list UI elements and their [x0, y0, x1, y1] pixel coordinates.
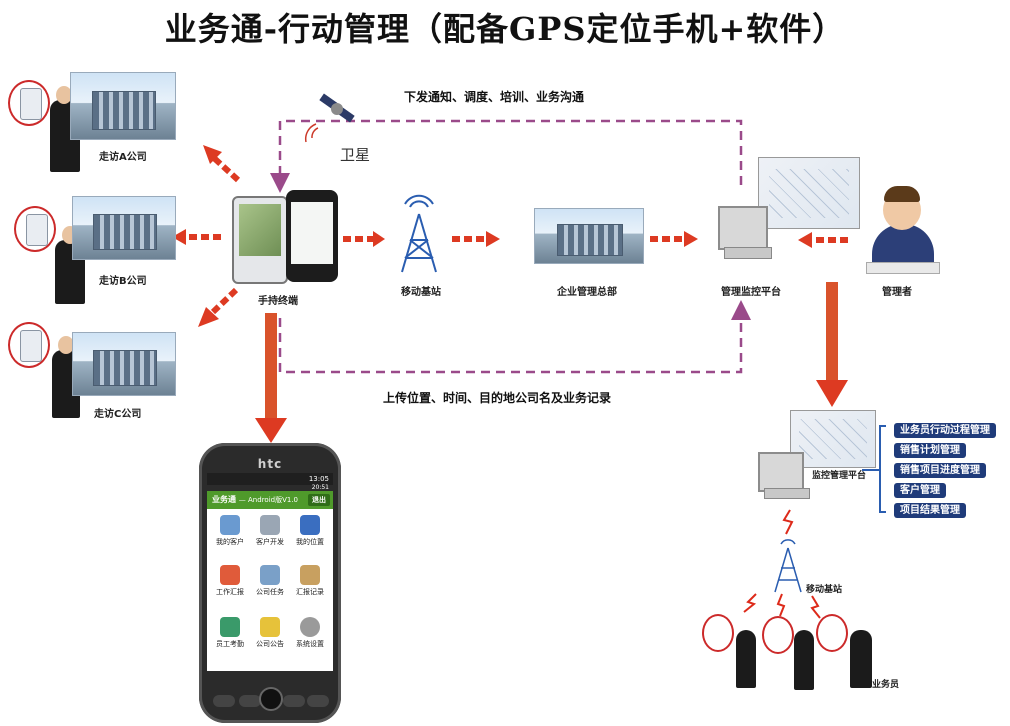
satellite-label: 卫星: [340, 146, 371, 164]
android-phone-mockup: htc 13:05 20:51 业务通 — Android版V1.0 退出 我的…: [199, 443, 341, 723]
salesperson-2-figure: [794, 630, 814, 690]
app-header: 业务通 — Android版V1.0 退出: [207, 491, 333, 509]
function-item-4: 客户管理: [894, 483, 946, 498]
menu-my-customers[interactable]: 我的客户: [211, 515, 249, 547]
phone-brand: htc: [257, 457, 283, 471]
phone-status-bar: 13:05: [207, 473, 333, 485]
menu-my-location[interactable]: 我的位置: [291, 515, 329, 547]
app-title: 业务通: [212, 495, 236, 504]
manager-label: 管理者: [882, 287, 912, 298]
platform-map-screen: [758, 157, 860, 229]
handset-phone-image: [286, 190, 338, 282]
phone-screen: 13:05 20:51 业务通 — Android版V1.0 退出 我的客户 客…: [207, 473, 333, 671]
monitor-platform-label: 监控管理平台: [812, 471, 867, 481]
menu-announcements[interactable]: 公司公告: [251, 617, 289, 649]
phone-back-button[interactable]: [283, 695, 305, 707]
hq-label: 企业管理总部: [557, 287, 617, 298]
salesperson-1-figure: [736, 630, 756, 688]
menu-label: 公司任务: [256, 588, 284, 596]
menu-label: 我的位置: [296, 538, 324, 546]
app-subtitle: — Android版V1.0: [238, 496, 299, 504]
menu-label: 客户开发: [256, 538, 284, 546]
menu-customer-dev[interactable]: 客户开发: [251, 515, 289, 547]
phone-search-button[interactable]: [307, 695, 329, 707]
menu-label: 系统设置: [296, 640, 324, 648]
company-a-building-image: [70, 72, 176, 140]
menu-report-records[interactable]: 汇报记录: [291, 565, 329, 597]
menu-label: 公司公告: [256, 640, 284, 648]
building-icon: [260, 515, 280, 535]
monitor-map-screen: [790, 410, 876, 468]
visitor-a-head: [56, 86, 72, 104]
phone-menu-button[interactable]: [239, 695, 261, 707]
downlink-dashed-path: [270, 119, 743, 193]
hq-building-image: [534, 208, 644, 264]
uplink-dashed-path: [278, 300, 751, 374]
company-b-phone-icon: [14, 206, 56, 252]
satellite-icon: [319, 93, 355, 123]
platform-monitor-icon: [718, 206, 768, 250]
monitor-keyboard-icon: [764, 488, 810, 499]
report-icon: [220, 565, 240, 585]
exit-button[interactable]: 退出: [308, 494, 330, 506]
company-b-building-image: [72, 196, 176, 260]
salesperson-1-phone-icon: [702, 614, 734, 652]
menu-settings[interactable]: 系统设置: [291, 617, 329, 649]
gps-device-image: [232, 196, 288, 284]
menu-label: 工作汇报: [216, 588, 244, 596]
monitor-platform-icon: [758, 452, 804, 492]
top-flow-label: 下发通知、调度、培训、业务沟通: [404, 90, 585, 104]
gear-icon: [300, 617, 320, 637]
phone-trackball[interactable]: [259, 687, 283, 711]
customers-icon: [220, 515, 240, 535]
small-base-station-label: 移动基站: [806, 585, 843, 595]
company-c-label: 走访C公司: [94, 409, 142, 420]
menu-work-report[interactable]: 工作汇报: [211, 565, 249, 597]
company-b-label: 走访B公司: [99, 276, 147, 287]
function-item-1: 业务员行动过程管理: [894, 423, 996, 438]
platform-keyboard-icon: [724, 247, 772, 259]
page-title: 业务通-行动管理（配备GPS定位手机+软件）: [164, 10, 846, 48]
menu-attendance[interactable]: 员工考勤: [211, 617, 249, 649]
salesperson-2-phone-icon: [762, 616, 794, 654]
salesperson-label: 业务员: [872, 680, 900, 690]
function-item-2: 销售计划管理: [894, 443, 966, 458]
company-c-phone-icon: [8, 322, 50, 368]
records-icon: [300, 565, 320, 585]
base-station-tower: [401, 194, 437, 273]
visitor-c-head: [58, 336, 74, 354]
company-c-building-image: [72, 332, 176, 396]
phone-time2: 20:51: [311, 484, 329, 491]
menu-label: 汇报记录: [296, 588, 324, 596]
pin-icon: [300, 515, 320, 535]
company-a-phone-icon: [8, 80, 50, 126]
manager-figure: [872, 224, 934, 268]
manager-desk: [866, 262, 940, 274]
phone-time: 13:05: [308, 475, 329, 483]
menu-label: 员工考勤: [216, 640, 244, 648]
menu-company-tasks[interactable]: 公司任务: [251, 565, 289, 597]
handset-label: 手持终端: [258, 296, 298, 307]
platform-label: 管理监控平台: [721, 287, 781, 298]
salesperson-3-figure: [850, 630, 872, 688]
salesperson-3-phone-icon: [816, 614, 848, 652]
tasks-icon: [260, 565, 280, 585]
manager-hair: [884, 186, 920, 202]
function-item-5: 项目结果管理: [894, 503, 966, 518]
base-station-label: 移动基站: [401, 287, 441, 298]
announcement-icon: [260, 617, 280, 637]
company-a-label: 走访A公司: [99, 152, 147, 163]
phone-home-button[interactable]: [213, 695, 235, 707]
phone-secondary-bar: 20:51: [207, 485, 333, 491]
menu-label: 我的客户: [216, 538, 244, 546]
clock-icon: [220, 617, 240, 637]
function-item-3: 销售项目进度管理: [894, 463, 986, 478]
bottom-flow-label: 上传位置、时间、目的地公司名及业务记录: [383, 391, 612, 405]
